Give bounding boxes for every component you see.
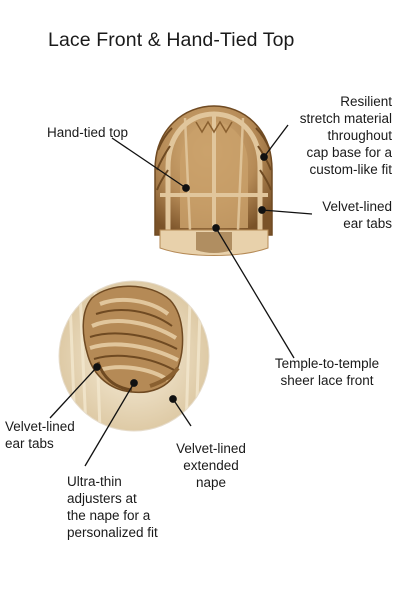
page-title: Lace Front & Hand-Tied Top [48, 29, 295, 51]
label-adjusters: Ultra-thin adjusters at the nape for a p… [67, 474, 158, 540]
bottom-wig-cap [59, 281, 209, 431]
label-hand-tied-top: Hand-tied top [47, 125, 129, 140]
top-wig-cap [154, 105, 273, 256]
label-lace-front: Temple-to-temple sheer lace front [274, 356, 380, 388]
callout-lines [49, 124, 313, 467]
label-stretch-material: Resilient stretch material throughout ca… [299, 94, 392, 177]
label-top-ear-tabs: Velvet-lined ear tabs [322, 199, 392, 231]
label-bottom-ear-tabs: Velvet-lined ear tabs [5, 419, 75, 451]
label-extended-nape: Velvet-lined extended nape [176, 441, 246, 490]
